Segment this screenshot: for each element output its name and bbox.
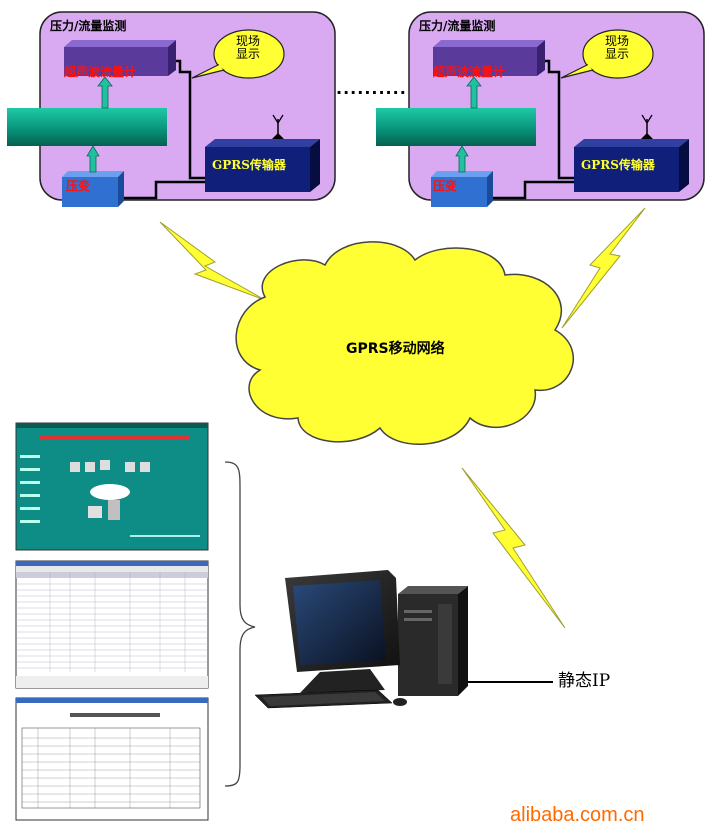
- site2-sensor-label: 压变: [433, 179, 458, 193]
- screenshot-data-table: [15, 560, 209, 689]
- lightning-bolt-bottom: [461, 467, 566, 629]
- lightning-bolt-left: [159, 221, 266, 301]
- site-module-2: [374, 10, 706, 209]
- ellipsis: ..........: [336, 79, 407, 98]
- site1-sensor-label: 压变: [66, 179, 91, 193]
- site2-meter-label: 超声波流量计: [433, 65, 506, 79]
- site1-meter-label: 超声波流量计: [64, 65, 137, 79]
- bracket: [224, 461, 256, 787]
- static-ip-label: 静态IP: [558, 671, 611, 691]
- screenshot-report: [15, 697, 209, 821]
- server-computer: [254, 570, 468, 709]
- screenshot-monitoring: [15, 422, 209, 551]
- gprs-cloud: [235, 241, 574, 445]
- site1-transmitter-label: GPRS传输器: [212, 158, 286, 172]
- site-module-1: [5, 10, 337, 209]
- site2-title: 压力/流量监测: [419, 19, 496, 33]
- lightning-bolt-right: [561, 207, 646, 329]
- site1-title: 压力/流量监测: [50, 19, 127, 33]
- site2-display-label: 现场 显示: [605, 34, 630, 62]
- site2-transmitter-label: GPRS传输器: [581, 158, 655, 172]
- network-label: GPRS移动网络: [346, 341, 445, 357]
- watermark: alibaba.com.cn: [510, 804, 645, 826]
- site1-display-label: 现场 显示: [236, 34, 261, 62]
